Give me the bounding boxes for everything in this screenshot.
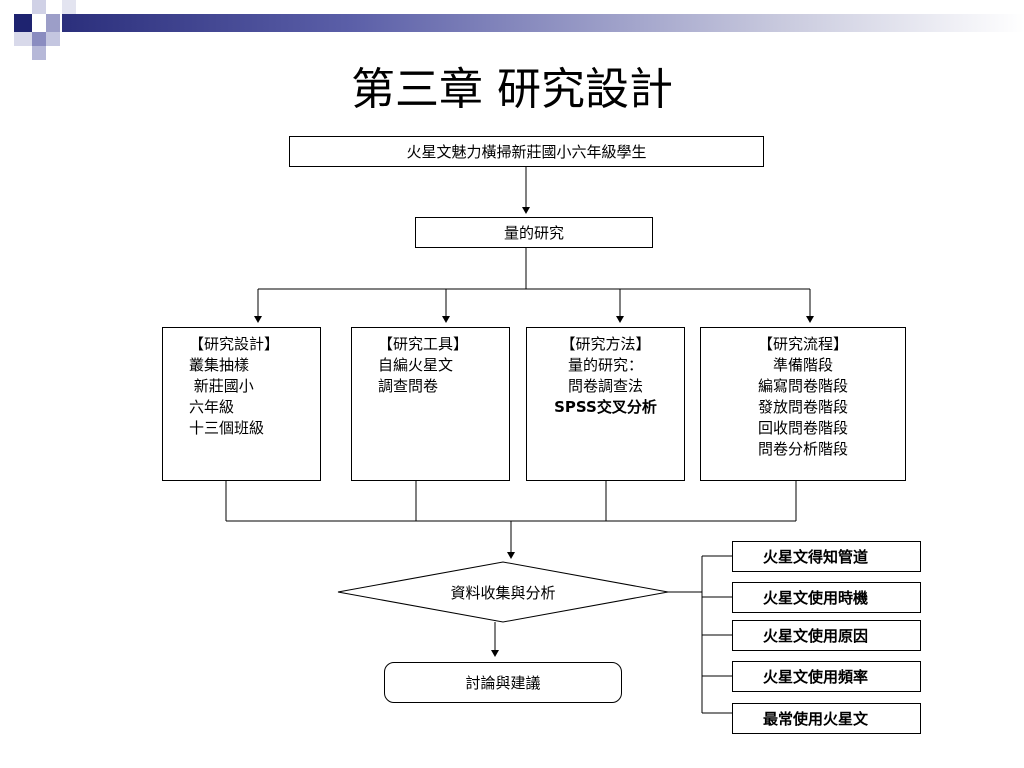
category-line: 叢集抽樣 (189, 356, 250, 374)
category-box-process: 【研究流程】 準備階段 編寫問卷階段 發放問卷階段 回收問卷階段 問卷分析階段 (700, 327, 906, 481)
category-line: 準備階段 (772, 356, 833, 374)
decor-square (46, 14, 60, 32)
category-line: 回收問卷階段 (757, 419, 848, 437)
category-line: 編寫問卷階段 (757, 377, 848, 395)
category-line: 調查問卷 (378, 377, 439, 395)
category-line: 【研究流程】 (757, 335, 848, 353)
category-line: 量的研究： (567, 356, 643, 374)
decor-square (46, 32, 60, 46)
decor-square (14, 14, 32, 32)
category-line: 十三個班級 (189, 419, 265, 437)
category-box-method: 【研究方法】 量的研究： 問卷調查法 SPSS交叉分析 (526, 327, 685, 481)
category-line: 發放問卷階段 (757, 398, 848, 416)
category-line: SPSS交叉分析 (554, 398, 657, 416)
outcome-box: 火星文得知管道 (732, 541, 921, 572)
decor-square (62, 0, 76, 14)
diamond-label: 資料收集與分析 (450, 583, 556, 602)
outcome-box: 火星文使用原因 (732, 620, 921, 651)
decor-square (32, 32, 46, 46)
category-line: 【研究設計】 (189, 335, 280, 353)
method-box: 量的研究 (415, 217, 653, 248)
final-box: 討論與建議 (384, 662, 622, 703)
decor-square (32, 46, 46, 60)
outcome-box: 火星文使用頻率 (732, 661, 921, 692)
slide-title: 第三章 研究設計 (351, 64, 673, 115)
category-line: 【研究方法】 (560, 335, 651, 353)
category-line: 新莊國小 (189, 377, 254, 395)
category-box-tools: 【研究工具】 自編火星文 調查問卷 (351, 327, 510, 481)
category-line: 問卷調查法 (567, 377, 643, 395)
category-box-design: 【研究設計】 叢集抽樣 新莊國小 六年級 十三個班級 (162, 327, 321, 481)
outcome-box: 最常使用火星文 (732, 703, 921, 734)
decor-square (32, 0, 46, 14)
header-gradient-bar (62, 14, 1024, 32)
category-line: 【研究工具】 (378, 335, 469, 353)
decor-square (14, 32, 32, 46)
outcome-box: 火星文使用時機 (732, 582, 921, 613)
category-line: 六年級 (189, 398, 235, 416)
category-line: 問卷分析階段 (757, 440, 848, 458)
top-box: 火星文魅力橫掃新莊國小六年級學生 (289, 136, 764, 167)
category-line: 自編火星文 (378, 356, 454, 374)
